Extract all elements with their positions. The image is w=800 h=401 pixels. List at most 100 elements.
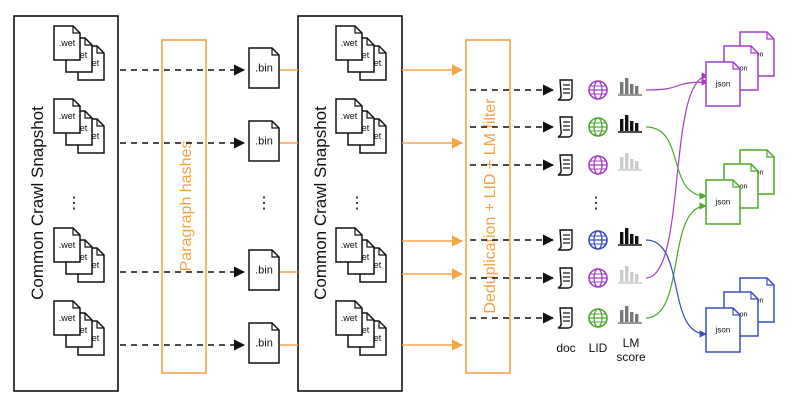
bin-ellipsis: ⋮ [256,195,272,212]
json-file-1-sheet [705,179,741,225]
right-wet-stack: .wet.wet.wet [335,227,387,283]
right-wet-stack-file-1-fold [354,99,362,107]
right-wet-stack-file-3-fold [378,46,386,54]
bar-chart-icon-bar [635,86,639,94]
bar-chart-icon [618,306,642,324]
doc-icon [557,229,573,251]
doc-icon [557,116,573,138]
right-wet-stack-file-1-sheet [335,98,363,134]
json-file-1: json [705,307,741,353]
right-wet-stack: .wet.wet.wet [335,25,387,81]
right-wet-stack-file-1-label: .wet [341,111,358,121]
left-wet-stack-file-2-fold [84,313,92,321]
bin-file: .bin [248,120,280,162]
left-snapshot: Common Crawl Snapshot .wet.wet.wet.wet.w… [13,15,119,392]
doc-icon [557,79,573,101]
left-wet-stack-file-1-label: .wet [59,240,76,250]
left-wet-stack-file-1: .wet [53,300,81,336]
json-file-3-fold [766,278,774,286]
json-file-1-fold [732,62,740,70]
globe-icon [588,268,608,288]
bar-chart-icon-bar [625,78,629,94]
json-file-2-fold [750,46,758,54]
left-wet-stack: .wet.wet.wet [53,25,105,81]
json-file-1: json [705,179,741,225]
left-wet-stack-file-1: .wet [53,227,81,263]
bar-chart-icon-bar [620,232,624,244]
bar-chart-icon-bar [630,272,634,282]
left-snapshot-box [13,15,119,392]
doc-icon-body [557,307,573,329]
right-wet-stack-file-2-fold [366,111,374,119]
right-wet-stack-file-1-sheet [335,227,363,263]
left-wet-stack-file-1-sheet [53,98,81,134]
json-file-1-fold [732,308,740,316]
json-file-1-label: json [715,80,731,89]
right-wet-stack-file-3-fold [378,321,386,329]
bar-chart-icon-bar [635,161,639,169]
right-wet-stack-file-3-fold [378,119,386,127]
left-wet-stack-file-1-label: .wet [59,38,76,48]
legend-lm-line1: LM [623,336,640,350]
bin-file-label: .bin [255,265,273,277]
left-wet-stack-file-1-sheet [53,300,81,336]
left-wet-stack-file-1: .wet [53,98,81,134]
right-wet-stack-file-1: .wet [335,300,363,336]
bar-chart-icon-bar [635,314,639,322]
right-wet-stack-file-3-fold [378,248,386,256]
right-wet-stack-file-1: .wet [335,227,363,263]
connectors [120,64,555,351]
right-wet-stack-file-1-label: .wet [341,38,358,48]
right-wet-stack: .wet.wet.wet [335,98,387,154]
right-wet-stack-file-2-fold [366,240,374,248]
doc-icon-body [557,79,573,101]
bin-files: .bin.bin.bin.bin [248,47,280,364]
left-wet-stack-file-1-fold [72,99,80,107]
bar-chart-icon-bar [635,274,639,282]
globe-icon [588,308,608,328]
left-wet-stack: .wet.wet.wet [53,227,105,283]
right-wet-stack-file-1: .wet [335,25,363,61]
left-wet-stack-file-1-sheet [53,25,81,61]
bin-file-label: .bin [255,338,273,350]
left-snapshot-label: Common Crawl Snapshot [28,106,47,300]
bar-chart-icon [618,153,642,171]
bar-chart-icon-bar [625,266,629,282]
right-wet-stack-file-1-sheet [335,300,363,336]
right-snapshot-box [297,15,403,392]
bar-chart-icon-bar [630,159,634,169]
right-wet-stack: .wet.wet.wet [335,300,387,356]
right-snapshot-label: Common Crawl Snapshot [311,106,330,300]
right-wet-files: .wet.wet.wet.wet.wet.wet.wet.wet.wet.wet… [335,25,387,356]
right-snapshot: Common Crawl Snapshot .wet.wet.wet.wet.w… [297,15,403,392]
bin-file-sheet [248,120,280,162]
routing-curve-green [645,126,707,200]
filter-label: Deduplication + LID + LM filter [482,98,499,314]
bin-file-fold [271,323,279,331]
left-wet-stack-file-1-label: .wet [59,111,76,121]
doc-icon [557,307,573,329]
bar-chart-icon-bar [630,121,634,131]
bar-chart-icon-bar [630,234,634,244]
right-wet-stack-file-1-fold [354,301,362,309]
json-file-2-fold [750,164,758,172]
bar-chart-icon-bar [635,236,639,244]
right-wet-stack-file-1-sheet [335,25,363,61]
bin-file: .bin [248,249,280,291]
routing-curve-purple [645,78,709,91]
routing-curves [645,72,709,338]
left-wet-stack-file-2-fold [84,111,92,119]
left-wet-stack-file-2-fold [84,240,92,248]
bin-file-sheet [248,322,280,364]
bin-file-fold [271,250,279,258]
filter-block: Deduplication + LID + LM filter [465,39,511,374]
json-file-1-label: json [715,198,731,207]
right-wet-stack-file-1: .wet [335,98,363,134]
bar-chart-icon [618,78,642,96]
right-wet-stack-file-1-fold [354,26,362,34]
bin-file-fold [271,48,279,56]
